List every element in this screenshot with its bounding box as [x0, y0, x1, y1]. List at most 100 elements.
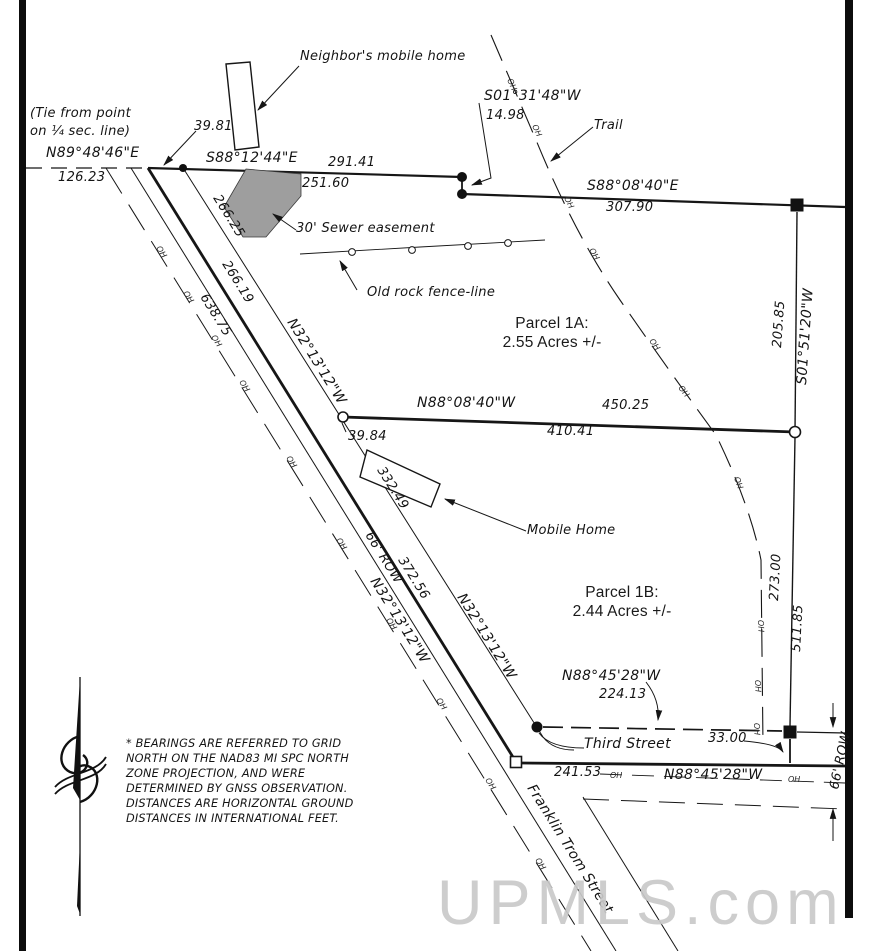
fence-line: [299, 239, 546, 256]
jog-bearing: S01°31'48"W: [484, 88, 581, 104]
fence-post: [464, 242, 472, 250]
jog-leader: [470, 102, 492, 186]
oh-marker: OH: [284, 454, 298, 469]
third-street-half-row: 33.00: [708, 731, 747, 746]
mobile-home-outline: [359, 449, 441, 508]
oh-marker: OH: [676, 384, 691, 399]
south-lower-bearing: N88°45'28"W: [664, 767, 763, 783]
third-street-oh-line: [599, 773, 846, 784]
offset-tick: [341, 422, 347, 433]
jog-distance: 14.98: [486, 108, 525, 123]
monuments: [179, 164, 804, 769]
north-arrow-ribbon-2: [54, 763, 107, 795]
fence-leader: [339, 260, 358, 291]
middle-line-bearing: N88°08'40"W: [417, 395, 516, 411]
mobile-home-label: Mobile Home: [527, 523, 616, 538]
neighbor-mobile-home-outline: [225, 61, 260, 151]
fence-path: [299, 239, 546, 255]
south-boundary-upper: [542, 726, 783, 732]
middle-line-partial: 410.41: [547, 424, 595, 439]
south-upper-leader: [645, 681, 663, 722]
east-upper-bearing: S01°51'20"W: [794, 287, 817, 385]
note-line-1: * BEARINGS ARE REFERRED TO GRID: [126, 737, 342, 750]
fence-post: [348, 248, 356, 256]
oh-marker: OH: [154, 244, 168, 259]
northeast-line-bearing: S88°08'40"E: [587, 178, 679, 194]
oh-marker: OH: [181, 289, 195, 304]
east-upper-distance: 205.85: [770, 300, 788, 348]
middle-boundary-line: [342, 415, 796, 434]
oh-marker: OH: [587, 247, 601, 262]
mobile-home-leader: [443, 498, 527, 532]
oh-marker: OH: [237, 378, 251, 393]
east-lower-total: 511.85: [789, 604, 806, 652]
oh-marker: OH: [647, 337, 661, 352]
north-boundary-line: [147, 166, 463, 179]
found-monument: [457, 172, 467, 182]
open-square-monument: [509, 755, 523, 769]
sewer-easement-label: 30' Sewer easement: [296, 221, 435, 236]
survey-notes: * BEARINGS ARE REFERRED TO GRID NORTH ON…: [126, 736, 354, 826]
fence-post: [504, 239, 512, 247]
parcel-1a-label: Parcel 1A: 2.55 Acres +/-: [462, 314, 642, 352]
structures: [223, 61, 441, 508]
parcel-1b-area: 2.44 Acres +/-: [572, 603, 672, 620]
north-arrow-blade-bottom: [77, 842, 80, 914]
east-boundary-upper: [794, 211, 798, 433]
northeast-line-distance: 307.90: [606, 200, 654, 215]
south-upper-bearing: N88°45'28"W: [562, 668, 661, 684]
north-arrow-ribbon-1: [54, 756, 107, 788]
road-west-line: [130, 167, 617, 951]
middle-line-offset: 39.84: [348, 429, 387, 444]
east-boundary-lower: [789, 436, 796, 727]
oh-marker: OH: [732, 476, 745, 491]
fence-post: [408, 246, 416, 254]
road-distance-1: 266.19: [219, 258, 257, 306]
note-line-2: NORTH ON THE NAD83 MI SPC NORTH: [126, 752, 349, 765]
note-line-6: DISTANCES IN INTERNATIONAL FEET.: [126, 812, 339, 825]
tie-offset-leader: [163, 130, 197, 166]
third-street-name: Third Street: [584, 736, 671, 752]
oh-marker: OH: [483, 776, 497, 791]
tie-note-line2: on ¼ sec. line): [30, 124, 131, 139]
road-bearing-1: N32°13'12"W: [284, 316, 350, 409]
third-street-leader: [538, 732, 585, 749]
oh-marker: OH: [752, 723, 761, 736]
boundary-lines: [146, 166, 846, 768]
middle-line-total: 450.25: [602, 398, 650, 413]
tie-bearing: N89°48'46"E: [46, 145, 140, 161]
south-lower-distance: 241.53: [554, 765, 602, 780]
fence-label: Old rock fence-line: [367, 285, 496, 300]
tie-offset-distance: 39.81: [194, 119, 233, 134]
neighbor-home-leader: [257, 65, 300, 111]
found-monument: [457, 189, 467, 199]
set-monument: [788, 425, 802, 439]
trail-label: Trail: [594, 118, 623, 133]
page-borders: [19, 0, 853, 951]
leader-lines: [163, 65, 837, 841]
trail-line: [490, 34, 764, 746]
east-lower-partial: 273.00: [767, 553, 784, 601]
oh-marker: OH: [610, 771, 622, 780]
parcel-1b-name: Parcel 1B:: [585, 584, 659, 601]
northeast-boundary-line: [461, 192, 846, 209]
road-bearing-3: N32°13'12"W: [454, 591, 520, 684]
tie-note-line1: (Tie from point: [30, 106, 132, 121]
north-arrow-blade-top: [73, 678, 80, 800]
parcel-1a-area: 2.55 Acres +/-: [502, 334, 602, 351]
oh-marker: OH: [788, 775, 800, 784]
north-line-bearing: S88°12'44"E: [206, 150, 298, 166]
tie-distance: 126.23: [58, 170, 106, 185]
north-line-partial: 251.60: [302, 176, 350, 191]
road-west-oh-line: [105, 167, 592, 951]
half-row-leader: [743, 740, 784, 753]
trail-leader: [550, 126, 594, 162]
oh-marker: OH: [530, 123, 543, 138]
road-frontage-line: [146, 167, 518, 763]
third-street-south-row: [582, 798, 846, 810]
oh-marker: OH: [753, 680, 762, 693]
parcel-1a-name: Parcel 1A:: [515, 315, 589, 332]
sewer-leader: [272, 213, 297, 231]
franklin-east-line: [582, 796, 679, 951]
